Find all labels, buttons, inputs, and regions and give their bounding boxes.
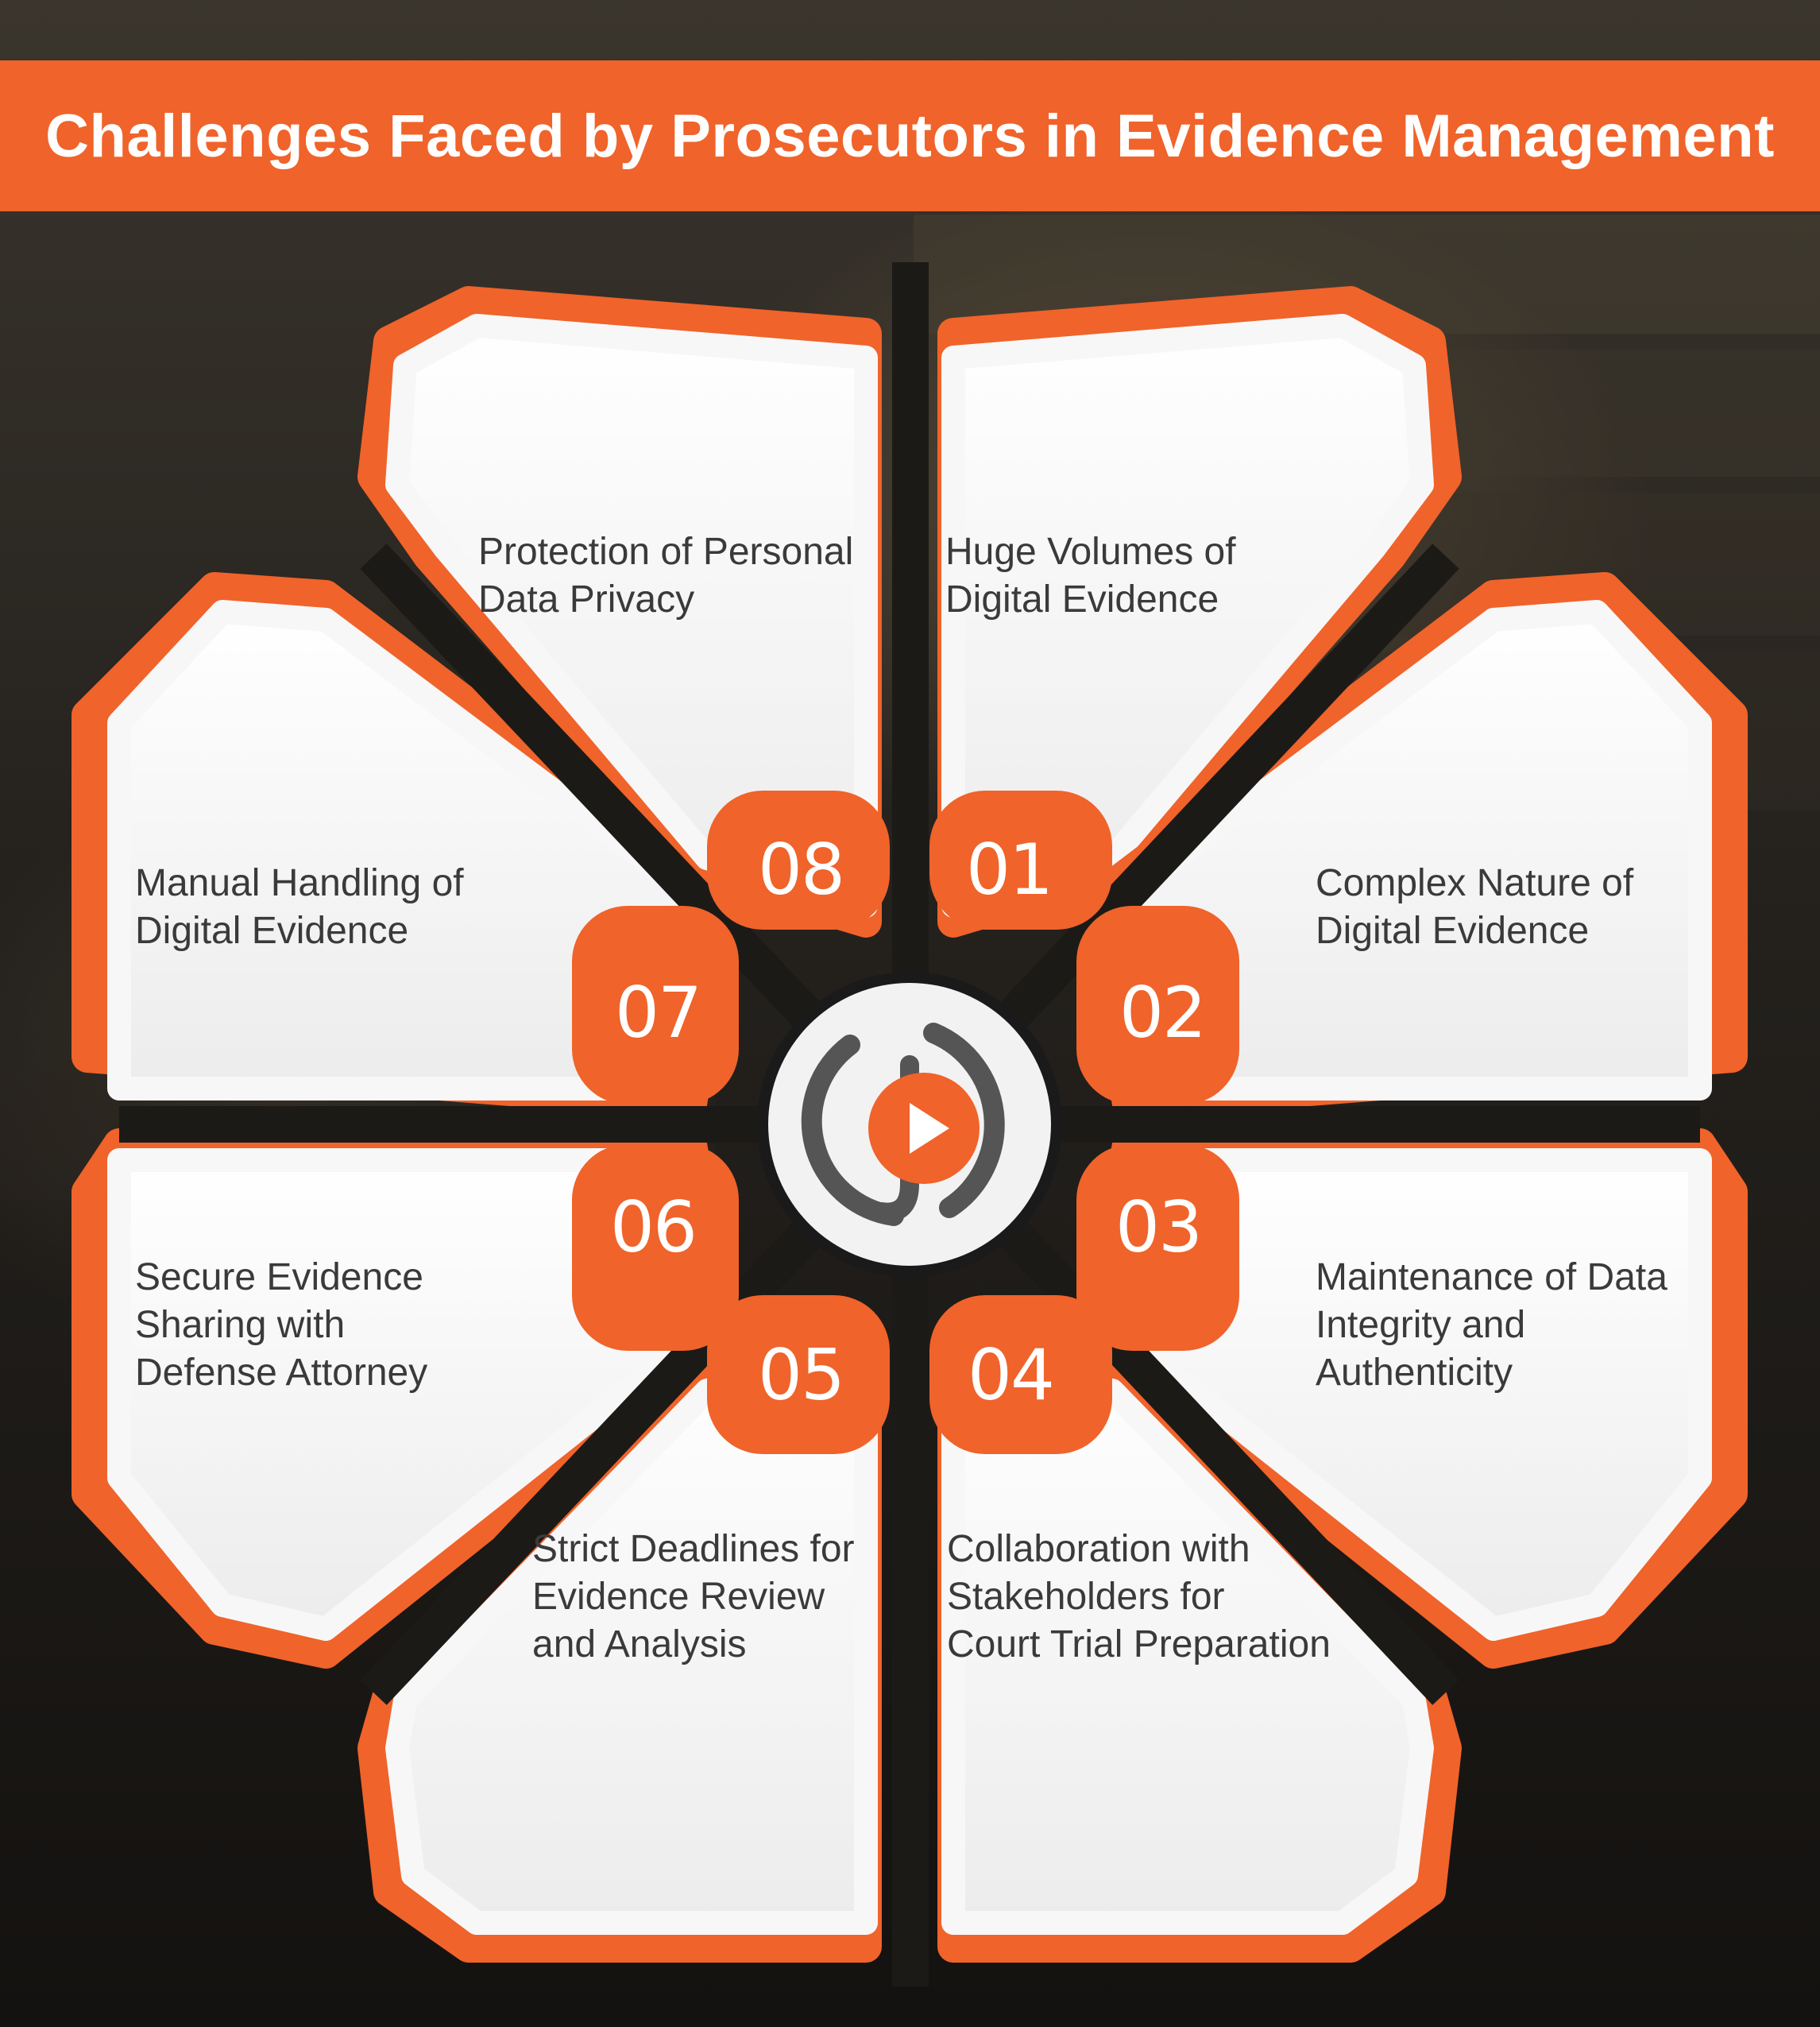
challenge-label-line: Sharing with	[135, 1304, 346, 1346]
challenge-label-line: Maintenance of Data	[1316, 1256, 1667, 1298]
challenge-number-05: 05	[758, 1334, 845, 1416]
challenge-number-02: 02	[1119, 972, 1207, 1054]
challenge-label-line: Integrity and	[1316, 1304, 1526, 1346]
challenge-label-01: Huge Volumes of Digital Evidence	[945, 528, 1236, 624]
challenge-label-07: Manual Handling of Digital Evidence	[135, 860, 464, 955]
challenge-label-line: Strict Deadlines for	[532, 1528, 855, 1570]
challenge-label-line: Stakeholders for	[947, 1576, 1225, 1618]
challenge-number-04: 04	[968, 1334, 1055, 1416]
petal-card-04	[941, 1339, 1434, 1935]
challenge-label-line: Protection of Personal	[478, 531, 854, 573]
challenge-label-line: Digital Evidence	[1316, 910, 1590, 952]
challenge-label-line: Defense Attorney	[135, 1352, 428, 1394]
number-badge-06	[572, 1144, 739, 1351]
petal-card-05	[385, 1339, 878, 1935]
number-badge-05	[707, 1295, 890, 1454]
challenge-label-line: Digital Evidence	[135, 910, 409, 952]
challenge-label-line: Secure Evidence	[135, 1256, 423, 1298]
challenge-label-line: and Analysis	[532, 1623, 747, 1665]
challenge-label-line: Court Trial Preparation	[947, 1623, 1331, 1665]
number-badge-08	[707, 791, 890, 930]
challenge-label-02: Complex Nature of Digital Evidence	[1316, 860, 1633, 955]
challenge-label-line: Manual Handling of	[135, 862, 464, 904]
challenge-number-08: 08	[758, 829, 845, 911]
number-badge-02	[1076, 906, 1239, 1104]
challenge-label-line: Complex Nature of	[1316, 862, 1634, 904]
challenge-number-01: 01	[966, 829, 1053, 911]
challenge-label-line: Authenticity	[1316, 1352, 1513, 1394]
challenge-label-line: Collaboration with	[947, 1528, 1250, 1570]
number-badge-07	[572, 906, 739, 1104]
challenge-label-line: Digital Evidence	[945, 578, 1219, 621]
number-badge-01	[929, 791, 1112, 930]
challenge-number-07: 07	[615, 972, 702, 1054]
page-title: Challenges Faced by Prosecutors in Evide…	[45, 102, 1775, 170]
center-logo	[755, 969, 1065, 1279]
number-badge-03	[1076, 1144, 1239, 1351]
number-badge-04	[929, 1295, 1112, 1454]
challenge-number-06: 06	[610, 1186, 697, 1268]
challenge-number-03: 03	[1115, 1186, 1203, 1268]
challenge-label-line: Data Privacy	[478, 578, 695, 621]
challenge-label-line: Evidence Review	[532, 1576, 825, 1618]
challenge-label-line: Huge Volumes of	[945, 531, 1236, 573]
title-banner: Challenges Faced by Prosecutors in Evide…	[0, 60, 1820, 211]
